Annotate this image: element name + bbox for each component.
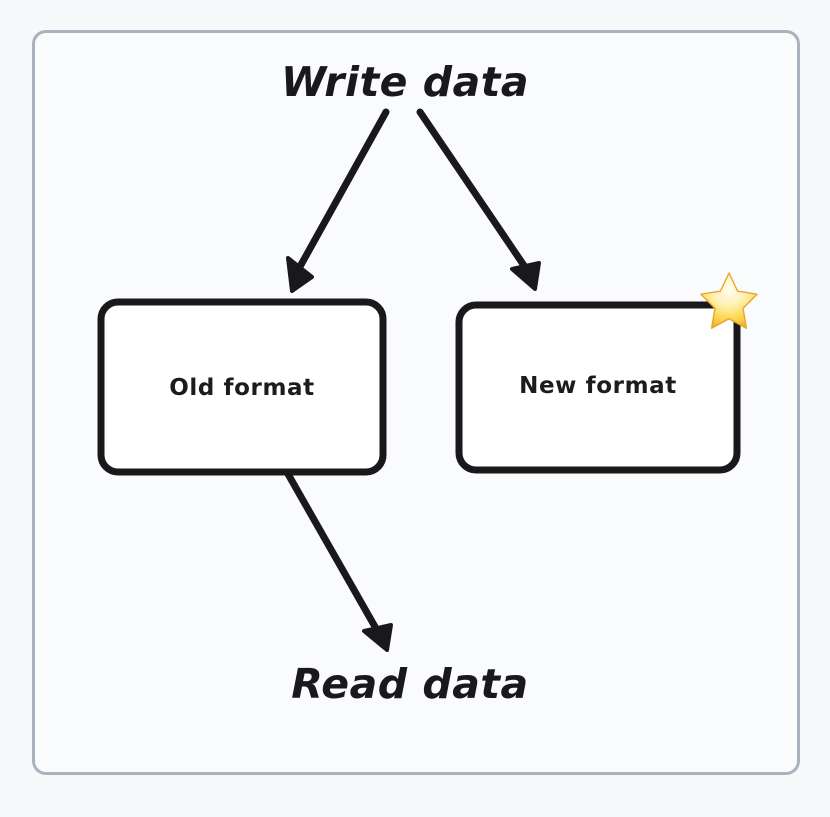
node-new-format-label: New format xyxy=(519,373,677,399)
read-data-title: Read data xyxy=(291,660,529,708)
node-old-format-label: Old format xyxy=(169,375,315,401)
write-data-title: Write data xyxy=(280,58,530,106)
